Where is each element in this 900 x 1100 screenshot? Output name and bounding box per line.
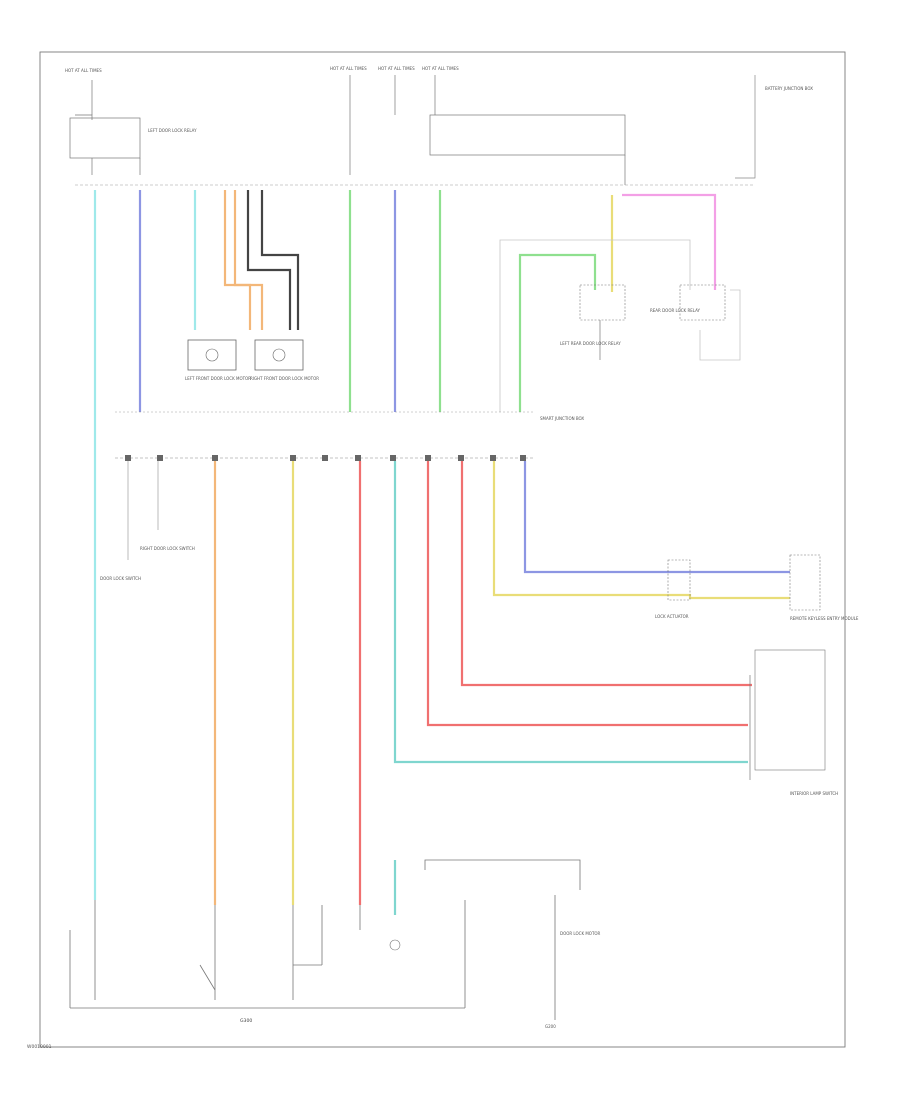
actuator-lower xyxy=(667,559,691,601)
bus-connectors xyxy=(125,455,526,461)
wires-upper xyxy=(138,190,717,412)
page-code: W0010001 xyxy=(27,1045,52,1050)
right-relay xyxy=(679,284,726,321)
fuse-label-2: HOT AT ALL TIMES xyxy=(330,66,367,71)
gray-routing-upper xyxy=(499,239,741,412)
fuse-label-1: HOT AT ALL TIMES xyxy=(65,68,102,73)
label-battery-junction-box: BATTERY JUNCTION BOX xyxy=(765,86,813,91)
right-motor-symbol xyxy=(272,348,286,362)
diagram-frame xyxy=(39,51,846,1048)
fuse-label-4: HOT AT ALL TIMES xyxy=(422,66,459,71)
label-left-switch: DOOR LOCK SWITCH xyxy=(100,576,141,581)
fuse-label-3: HOT AT ALL TIMES xyxy=(378,66,415,71)
label-right-motor: RIGHT FRONT DOOR LOCK MOTOR xyxy=(250,376,319,381)
bottom-switches xyxy=(69,870,465,1009)
label-interior-lamp: INTERIOR LAMP SWITCH xyxy=(790,791,838,796)
label-bottom-motor: DOOR LOCK MOTOR xyxy=(560,931,601,936)
left-door-lock-motor xyxy=(187,339,237,371)
label-rke-module: REMOTE KEYLESS ENTRY MODULE xyxy=(790,616,859,621)
label-right-switch: RIGHT DOOR LOCK SWITCH xyxy=(140,546,195,551)
interior-lamp-switch xyxy=(754,649,826,771)
wires-long xyxy=(93,190,790,905)
remote-keyless-entry-module xyxy=(789,554,821,611)
label-bottom-ground: G200 xyxy=(545,1024,556,1029)
ground-symbol xyxy=(389,939,401,951)
label-left-relay: LEFT REAR DOOR LOCK RELAY xyxy=(560,341,621,346)
fuse-group-mid xyxy=(349,75,626,185)
label-actuator: LOCK ACTUATOR xyxy=(655,614,689,619)
label-left-motor: LEFT FRONT DOOR LOCK MOTOR xyxy=(185,376,251,381)
label-ground: G300 xyxy=(240,1018,252,1024)
label-rear-relay: REAR DOOR LOCK RELAY xyxy=(650,308,700,313)
right-door-lock-motor xyxy=(254,339,304,371)
fuse-group-left xyxy=(69,80,141,175)
top-right-line xyxy=(735,75,756,179)
left-relay xyxy=(579,284,626,321)
left-motor-symbol xyxy=(205,348,219,362)
gray-stubs xyxy=(127,461,159,560)
bottom-right-module xyxy=(424,859,581,1020)
label-upper-relay: LEFT DOOR LOCK RELAY xyxy=(148,128,197,133)
label-smart-module: SMART JUNCTION BOX xyxy=(540,416,584,421)
